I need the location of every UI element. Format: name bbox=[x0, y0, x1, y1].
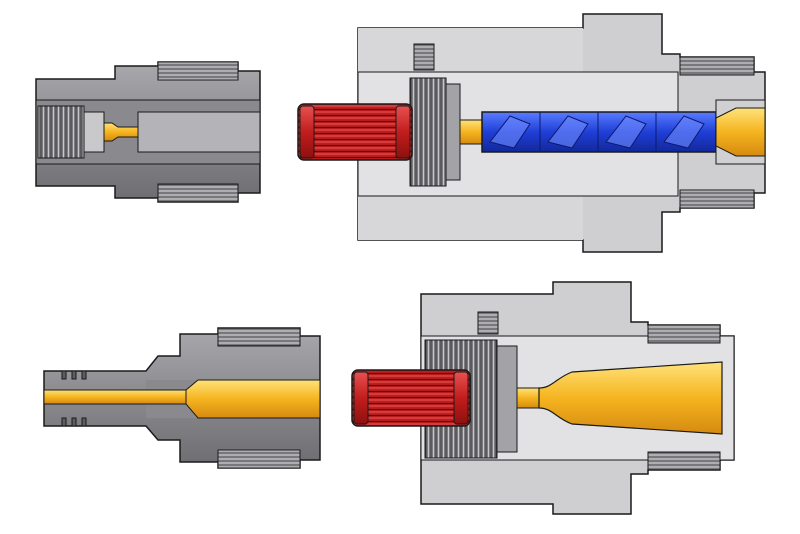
internal-thread bbox=[37, 105, 85, 159]
flow-passage bbox=[43, 389, 187, 405]
filter-cartridge bbox=[351, 369, 471, 427]
external-thread-bottom bbox=[217, 449, 301, 469]
adapter-bottom-left bbox=[43, 327, 321, 469]
external-thread-top bbox=[217, 327, 301, 347]
flow-passage bbox=[516, 387, 540, 409]
external-thread-top bbox=[679, 56, 755, 76]
filter-end-cap bbox=[453, 371, 469, 425]
conical-bore bbox=[538, 361, 723, 435]
housing-band-bottom bbox=[358, 196, 583, 240]
filter-end-cap bbox=[395, 105, 411, 159]
inlet-thread bbox=[409, 77, 447, 187]
external-thread-top bbox=[157, 61, 239, 81]
filter-end-cap bbox=[299, 105, 315, 159]
external-thread-bottom bbox=[157, 183, 239, 203]
adapter-top-left bbox=[35, 61, 261, 203]
nozzle-bottom-right bbox=[351, 281, 735, 515]
bore-chamber bbox=[83, 111, 105, 153]
set-screw bbox=[477, 311, 499, 335]
set-screw bbox=[413, 43, 435, 71]
nozzle-top-right bbox=[297, 13, 766, 253]
flow-passage bbox=[459, 119, 483, 145]
filter-end-cap bbox=[353, 371, 369, 425]
inlet-collar bbox=[496, 345, 518, 453]
external-thread-bottom bbox=[679, 189, 755, 209]
external-thread-bottom bbox=[647, 451, 721, 471]
filter-cartridge bbox=[297, 103, 413, 161]
mixer-elements bbox=[489, 112, 705, 152]
hose-barb-grooves bbox=[61, 370, 87, 427]
housing-band-top bbox=[358, 28, 583, 72]
rear-cavity bbox=[137, 111, 261, 153]
external-thread-top bbox=[647, 324, 721, 344]
outlet-cone bbox=[715, 107, 766, 157]
inlet-collar bbox=[445, 83, 461, 181]
flow-cavity bbox=[185, 379, 321, 419]
